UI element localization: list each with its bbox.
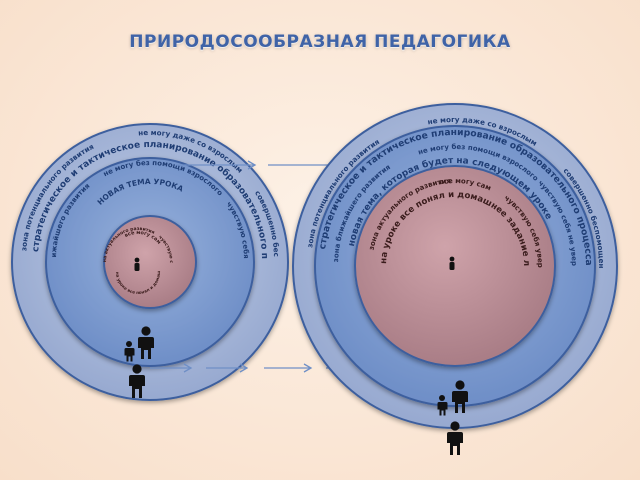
left-child-person-icon	[124, 341, 135, 362]
right-bottom-person-icon	[447, 421, 463, 455]
left-bottom-person-icon	[129, 364, 145, 398]
page-title: ПРИРОДОСООБРАЗНАЯ ПЕДАГОГИКА	[129, 32, 511, 52]
right-adult-person-icon	[452, 380, 468, 413]
right-child-person-icon	[437, 395, 448, 416]
left-inner-circle	[103, 215, 197, 309]
right-center-person-icon	[449, 256, 455, 270]
left-center-person-icon	[134, 257, 140, 271]
right-inner-circle	[354, 165, 556, 367]
left-adult-person-icon	[138, 326, 154, 359]
left-diagram: зона потенциального развития не могу даж…	[0, 0, 289, 401]
